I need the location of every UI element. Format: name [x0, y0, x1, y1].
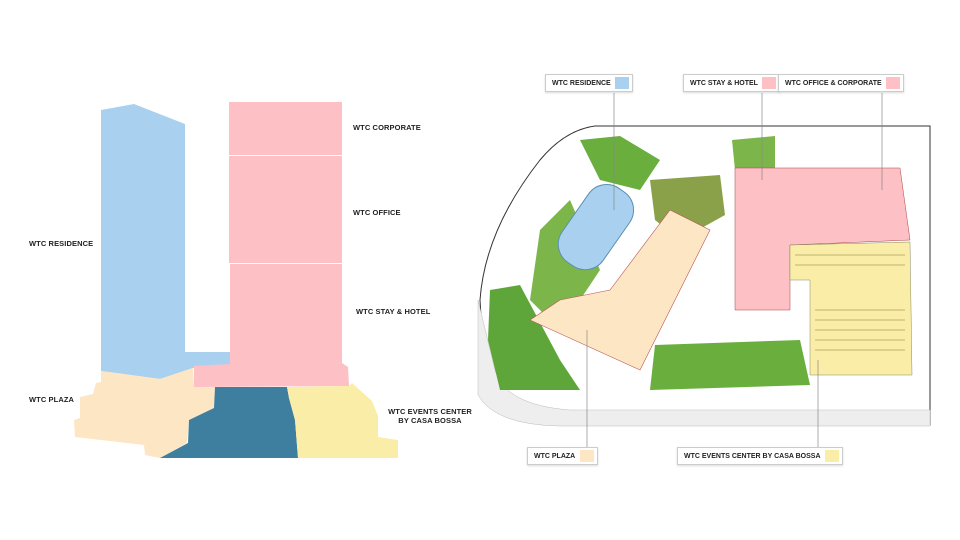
hotel-podium — [194, 363, 349, 387]
site-plan — [477, 93, 931, 447]
plaza-footprint — [529, 209, 711, 371]
tag-office-corporate: WTC OFFICE & CORPORATE — [778, 74, 904, 92]
stay-hotel-swatch — [761, 77, 776, 89]
section-massing — [74, 102, 398, 458]
label-events-line1: WTC EVENTS CENTER — [388, 407, 472, 416]
landscape-north — [580, 136, 660, 190]
tag-residence: WTC RESIDENCE — [545, 74, 633, 92]
label-plaza: WTC PLAZA — [29, 395, 75, 404]
events-block — [287, 383, 398, 458]
landscape-southwest — [488, 285, 580, 390]
events-footprint — [789, 241, 913, 376]
core-block — [160, 387, 298, 458]
corporate-block — [229, 102, 342, 155]
stay-hotel-block — [230, 264, 342, 364]
tag-plaza-text: WTC PLAZA — [534, 452, 576, 460]
plaza-swatch — [580, 450, 594, 462]
tag-stay-hotel: WTC STAY & HOTEL — [683, 74, 780, 92]
label-events-line2: BY CASA BOSSA — [398, 416, 462, 425]
events-seating — [795, 254, 905, 351]
plaza-block — [74, 368, 215, 458]
tag-stay-hotel-text: WTC STAY & HOTEL — [690, 79, 758, 87]
tag-residence-text: WTC RESIDENCE — [552, 79, 611, 87]
residence-swatch — [614, 77, 629, 89]
residence-footprint — [557, 184, 635, 271]
tag-events: WTC EVENTS CENTER BY CASA BOSSA — [677, 447, 843, 465]
landscape-south — [650, 340, 810, 390]
office-block — [229, 156, 342, 263]
label-corporate: WTC CORPORATE — [353, 123, 421, 132]
leader-lines — [586, 93, 883, 447]
landscape-east — [732, 136, 775, 170]
residence-tower — [101, 104, 230, 379]
tag-plaza: WTC PLAZA — [527, 447, 598, 465]
label-stay-hotel: WTC STAY & HOTEL — [356, 307, 431, 316]
office-corporate-swatch — [885, 77, 900, 89]
events-swatch — [824, 450, 839, 462]
label-residence: WTC RESIDENCE — [29, 239, 94, 248]
tag-events-text: WTC EVENTS CENTER BY CASA BOSSA — [684, 452, 821, 460]
label-events: WTC EVENTS CENTER BY CASA BOSSA — [385, 407, 475, 425]
label-office: WTC OFFICE — [353, 208, 401, 217]
tag-office-corporate-text: WTC OFFICE & CORPORATE — [785, 79, 882, 87]
